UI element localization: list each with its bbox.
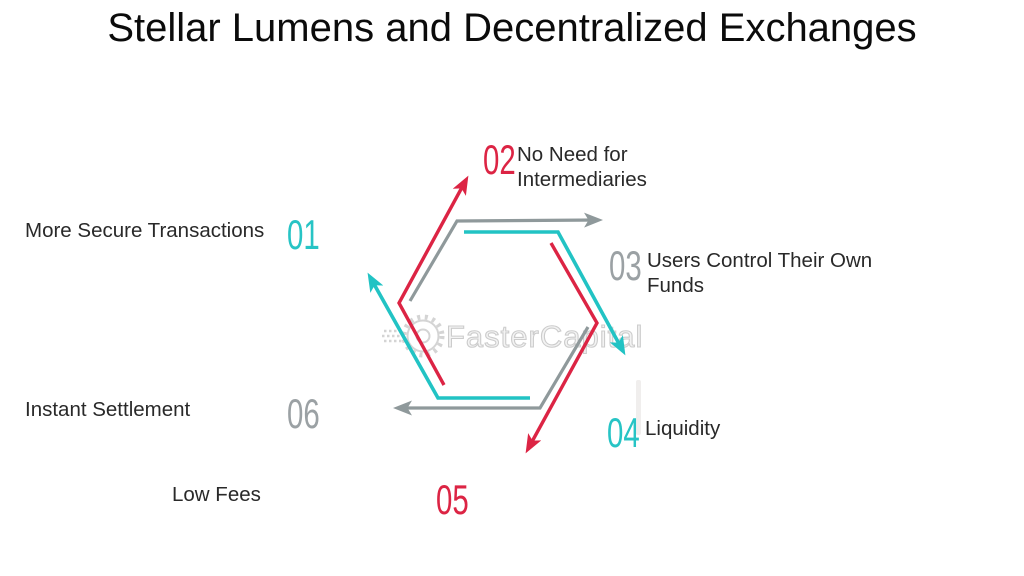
cycle-arrow-to-06 xyxy=(393,326,590,416)
item-04-number: 04 xyxy=(607,409,640,456)
cycle-arrow-to-02 xyxy=(397,175,469,386)
item-05-number: 05 xyxy=(436,476,469,523)
watermark-artifact xyxy=(636,380,641,435)
item-04-label: Liquidity xyxy=(645,417,721,440)
cycle-arrow-to-05 xyxy=(525,242,599,454)
item-06-label: Instant Settlement xyxy=(25,398,191,421)
item-02-label: No Need for Intermediaries xyxy=(517,143,647,191)
item-03-number: 03 xyxy=(609,242,642,289)
page-title: Stellar Lumens and Decentralized Exchang… xyxy=(107,6,917,50)
item-02-number: 02 xyxy=(483,136,516,183)
cycle-arrow-to-04 xyxy=(464,230,626,356)
cycle-arrow-to-01 xyxy=(367,272,530,400)
item-06-number: 06 xyxy=(287,390,320,437)
item-05-label: Low Fees xyxy=(172,483,261,506)
cycle-arrow-to-03 xyxy=(408,212,603,302)
item-03-label: Users Control Their Own Funds xyxy=(647,249,873,297)
item-01-number: 01 xyxy=(287,211,320,258)
item-01-label: More Secure Transactions xyxy=(25,219,265,242)
